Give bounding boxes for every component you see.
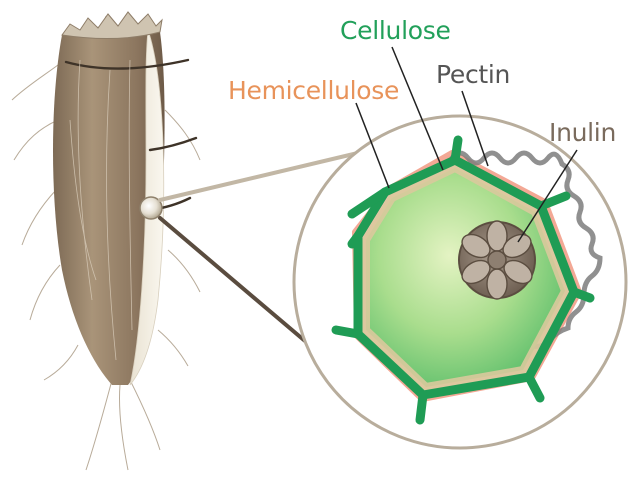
chicory-root (12, 12, 200, 470)
root-crown (62, 12, 162, 38)
cell-magnification (294, 116, 626, 448)
pectin-label: Pectin (436, 61, 510, 89)
hemicellulose-label: Hemicellulose (228, 77, 399, 105)
cellulose-label: Cellulose (340, 17, 451, 45)
inulin-label: Inulin (549, 119, 616, 147)
